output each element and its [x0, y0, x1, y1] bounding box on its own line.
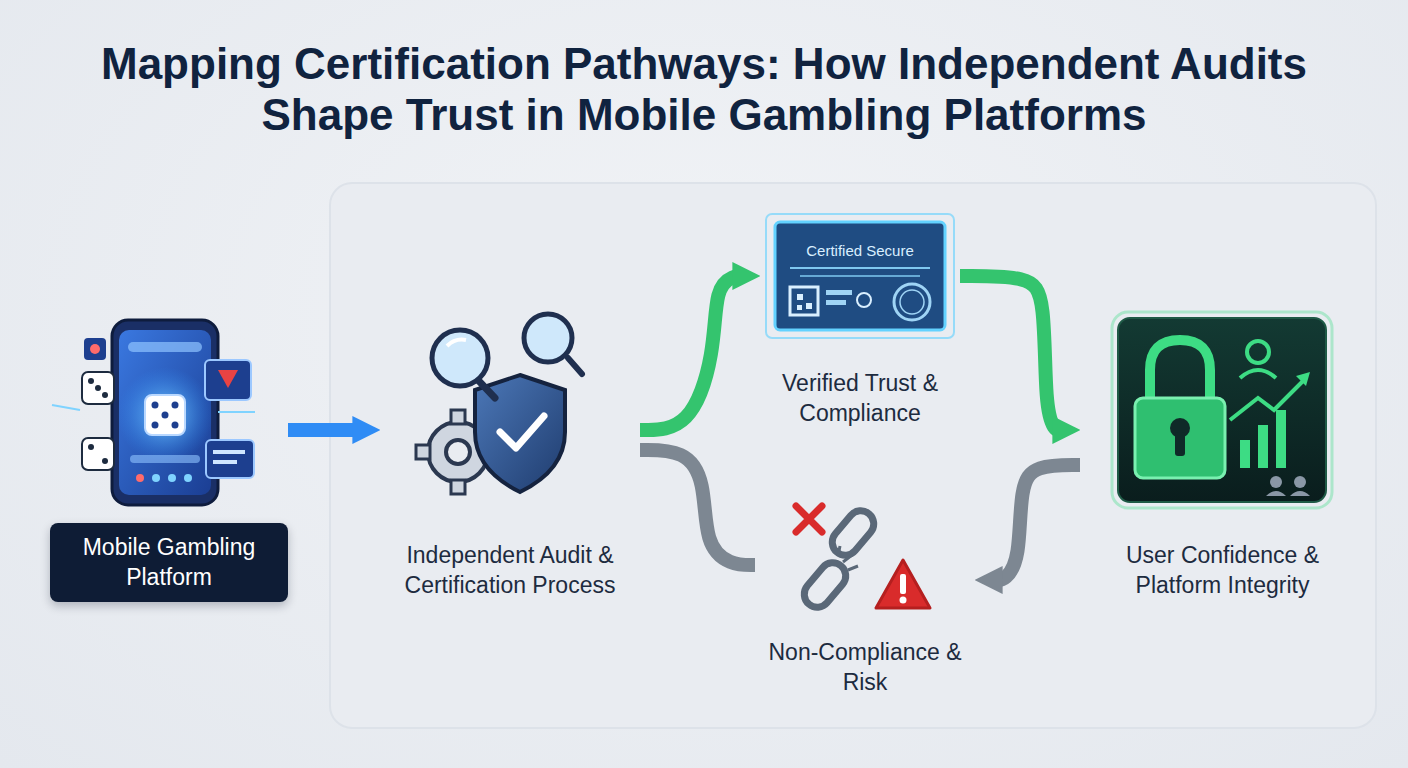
phone-illustration	[52, 320, 255, 505]
audit-process-node: Independent Audit & Certification Proces…	[380, 300, 640, 600]
platform-box: Mobile Gambling Platform	[50, 300, 288, 602]
node-label: Mobile Gambling Platform	[50, 523, 288, 602]
node-label: Independent Audit & Certification Proces…	[380, 541, 640, 600]
node-label: User Confidence & Platform Integrity	[1080, 541, 1365, 600]
connector-arrow	[288, 423, 358, 437]
certificate-text: Certified Secure	[775, 222, 945, 330]
node-label: Verified Trust & Compliance	[760, 369, 960, 428]
risk-node: Non-Compliance & Risk	[755, 495, 975, 697]
connector-arrow	[640, 450, 755, 565]
node-label: Non-Compliance & Risk	[755, 638, 975, 697]
confidence-node: User Confidence & Platform Integrity	[1080, 310, 1365, 600]
diagram-title: Mapping Certification Pathways: How Inde…	[54, 38, 1354, 140]
connector-arrow	[960, 276, 1058, 430]
background-panel	[330, 183, 1376, 728]
connector-arrow	[997, 465, 1080, 580]
certificate-node: Certified SecureVerified Trust & Complia…	[760, 222, 960, 428]
lock-growth-icon	[1112, 312, 1332, 508]
certificate-card	[766, 214, 954, 338]
connector-arrow	[640, 276, 738, 430]
broken-chain-icon	[796, 505, 930, 612]
audit-icon	[416, 314, 582, 494]
